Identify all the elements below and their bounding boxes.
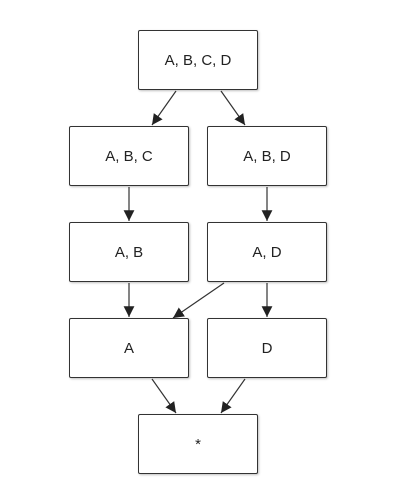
node-ad-label: A, D — [252, 243, 282, 261]
node-abd: A, B, D — [207, 126, 327, 186]
node-d: D — [207, 318, 327, 378]
node-bottom: * — [138, 414, 258, 474]
node-abd-label: A, B, D — [243, 147, 291, 165]
node-d-label: D — [261, 339, 273, 357]
node-abcd-label: A, B, C, D — [164, 51, 232, 69]
node-ab-label: A, B — [114, 243, 144, 261]
edge-abcd-to-abd — [220, 90, 246, 126]
node-a-label: A — [123, 339, 134, 357]
node-a: A — [69, 318, 189, 378]
edge-d-to-bottom — [220, 378, 246, 414]
edge-ad-to-a — [172, 282, 225, 319]
node-abc: A, B, C — [69, 126, 189, 186]
node-ab: A, B — [69, 222, 189, 282]
node-abcd: A, B, C, D — [138, 30, 258, 90]
edge-a-to-bottom — [151, 378, 177, 414]
node-abc-label: A, B, C — [105, 147, 153, 165]
edge-abcd-to-abc — [151, 90, 177, 126]
node-ad: A, D — [207, 222, 327, 282]
node-bottom-label: * — [195, 435, 201, 453]
